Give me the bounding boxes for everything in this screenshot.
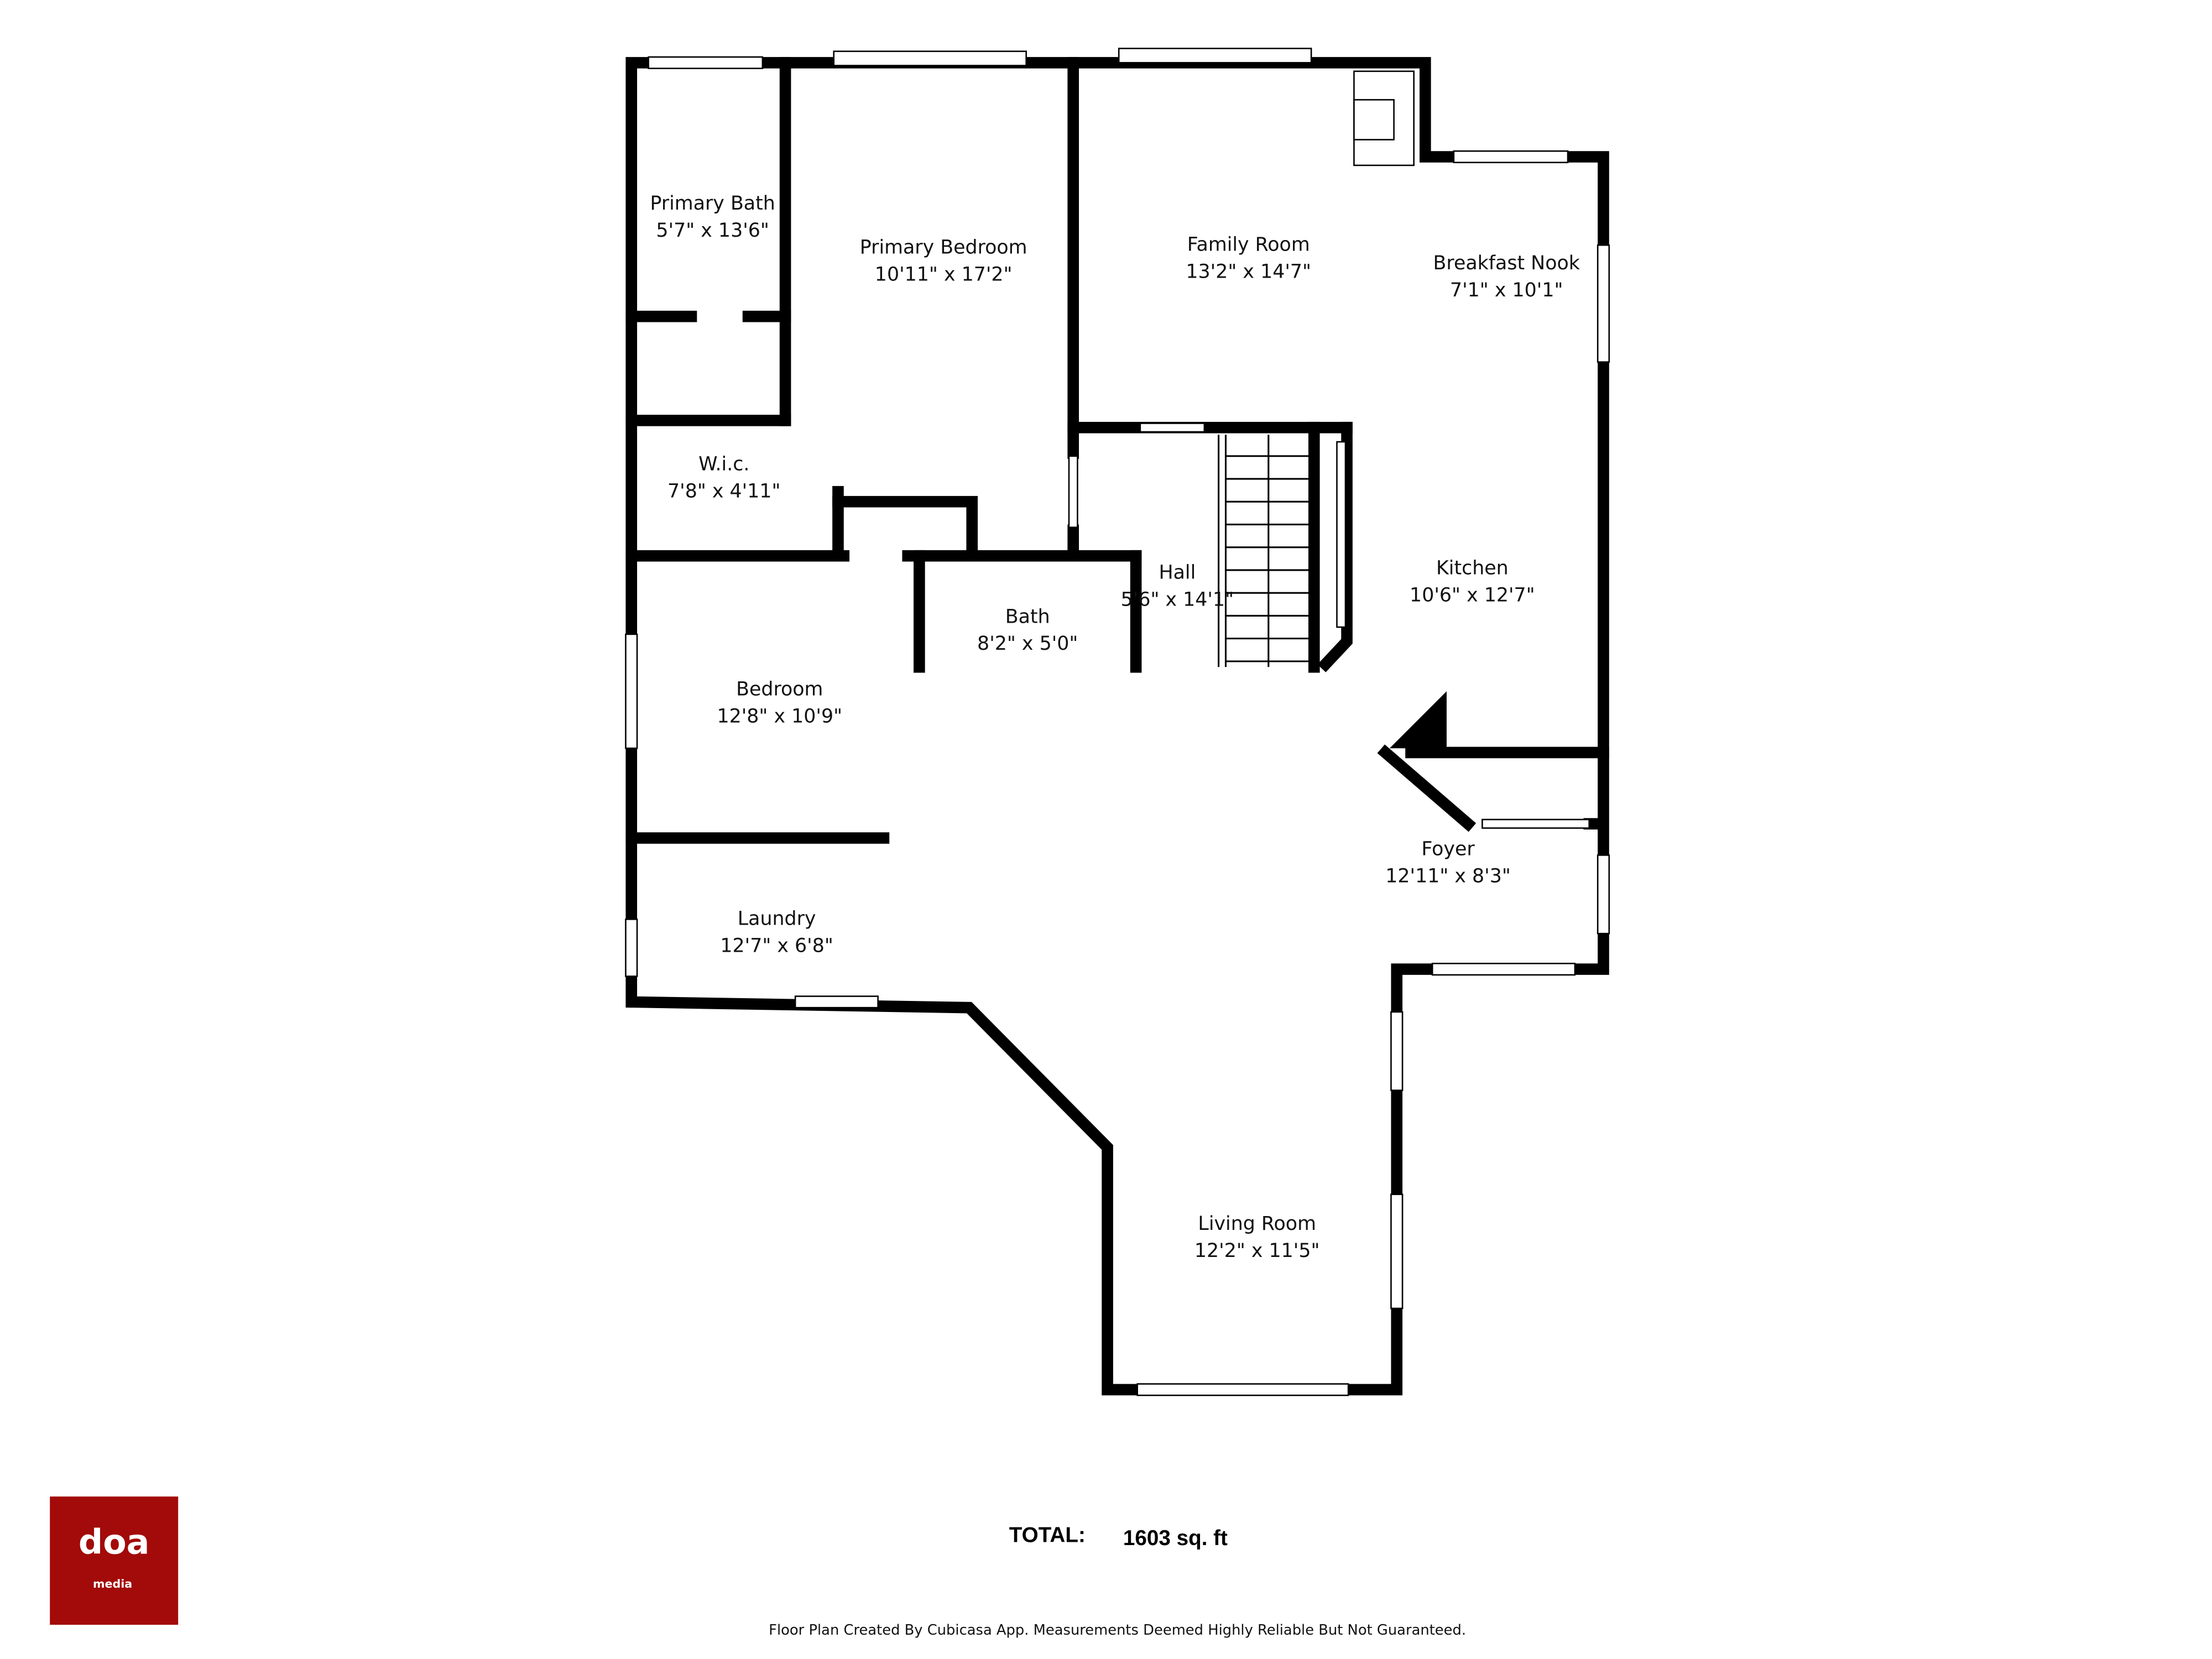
room-size: 12'8" x 10'9" (717, 706, 842, 728)
fireplace (1353, 70, 1415, 166)
logo: doa media (50, 1496, 179, 1625)
room-size: 8'2" x 5'0" (977, 633, 1078, 655)
room-name: Primary Bath (650, 192, 775, 215)
room-labels: Primary Bath 5'7" x 13'6" Primary Bedroo… (650, 192, 1580, 1262)
room-name: Bath (1005, 606, 1050, 628)
logo-text: doa (79, 1522, 150, 1562)
logo-subtext: media (93, 1577, 132, 1590)
room-size: 10'11" x 17'2" (875, 264, 1013, 286)
room-size: 5'6" x 14'1" (1121, 588, 1234, 611)
windows (625, 48, 1610, 1396)
stairs (1218, 435, 1312, 667)
room-name: Breakfast Nook (1433, 252, 1580, 274)
room-size: 5'7" x 13'6" (656, 220, 769, 242)
room-name: Laundry (738, 908, 816, 930)
room-name: Living Room (1198, 1213, 1316, 1235)
total-label: TOTAL: (1009, 1524, 1086, 1547)
room-size: 7'8" x 4'11" (667, 480, 780, 502)
room-name: Primary Bedroom (860, 237, 1027, 259)
room-name: Family Room (1187, 234, 1310, 256)
footer-disclaimer: Floor Plan Created By Cubicasa App. Meas… (769, 1622, 1466, 1639)
room-size: 13'2" x 14'7" (1186, 261, 1311, 283)
room-size: 12'7" x 6'8" (720, 935, 833, 957)
room-size: 7'1" x 10'1" (1450, 279, 1563, 301)
room-name: Foyer (1421, 838, 1475, 860)
total-value: 1603 sq. ft (1123, 1526, 1228, 1550)
room-size: 12'2" x 11'5" (1194, 1240, 1320, 1262)
room-name: Bedroom (736, 679, 823, 701)
room-name: W.i.c. (698, 453, 749, 476)
walls (625, 57, 1609, 1396)
room-name: Kitchen (1436, 557, 1509, 580)
room-name: Hall (1159, 561, 1196, 583)
room-size: 12'11" x 8'3" (1385, 865, 1511, 887)
room-size: 10'6" x 12'7" (1410, 585, 1535, 607)
